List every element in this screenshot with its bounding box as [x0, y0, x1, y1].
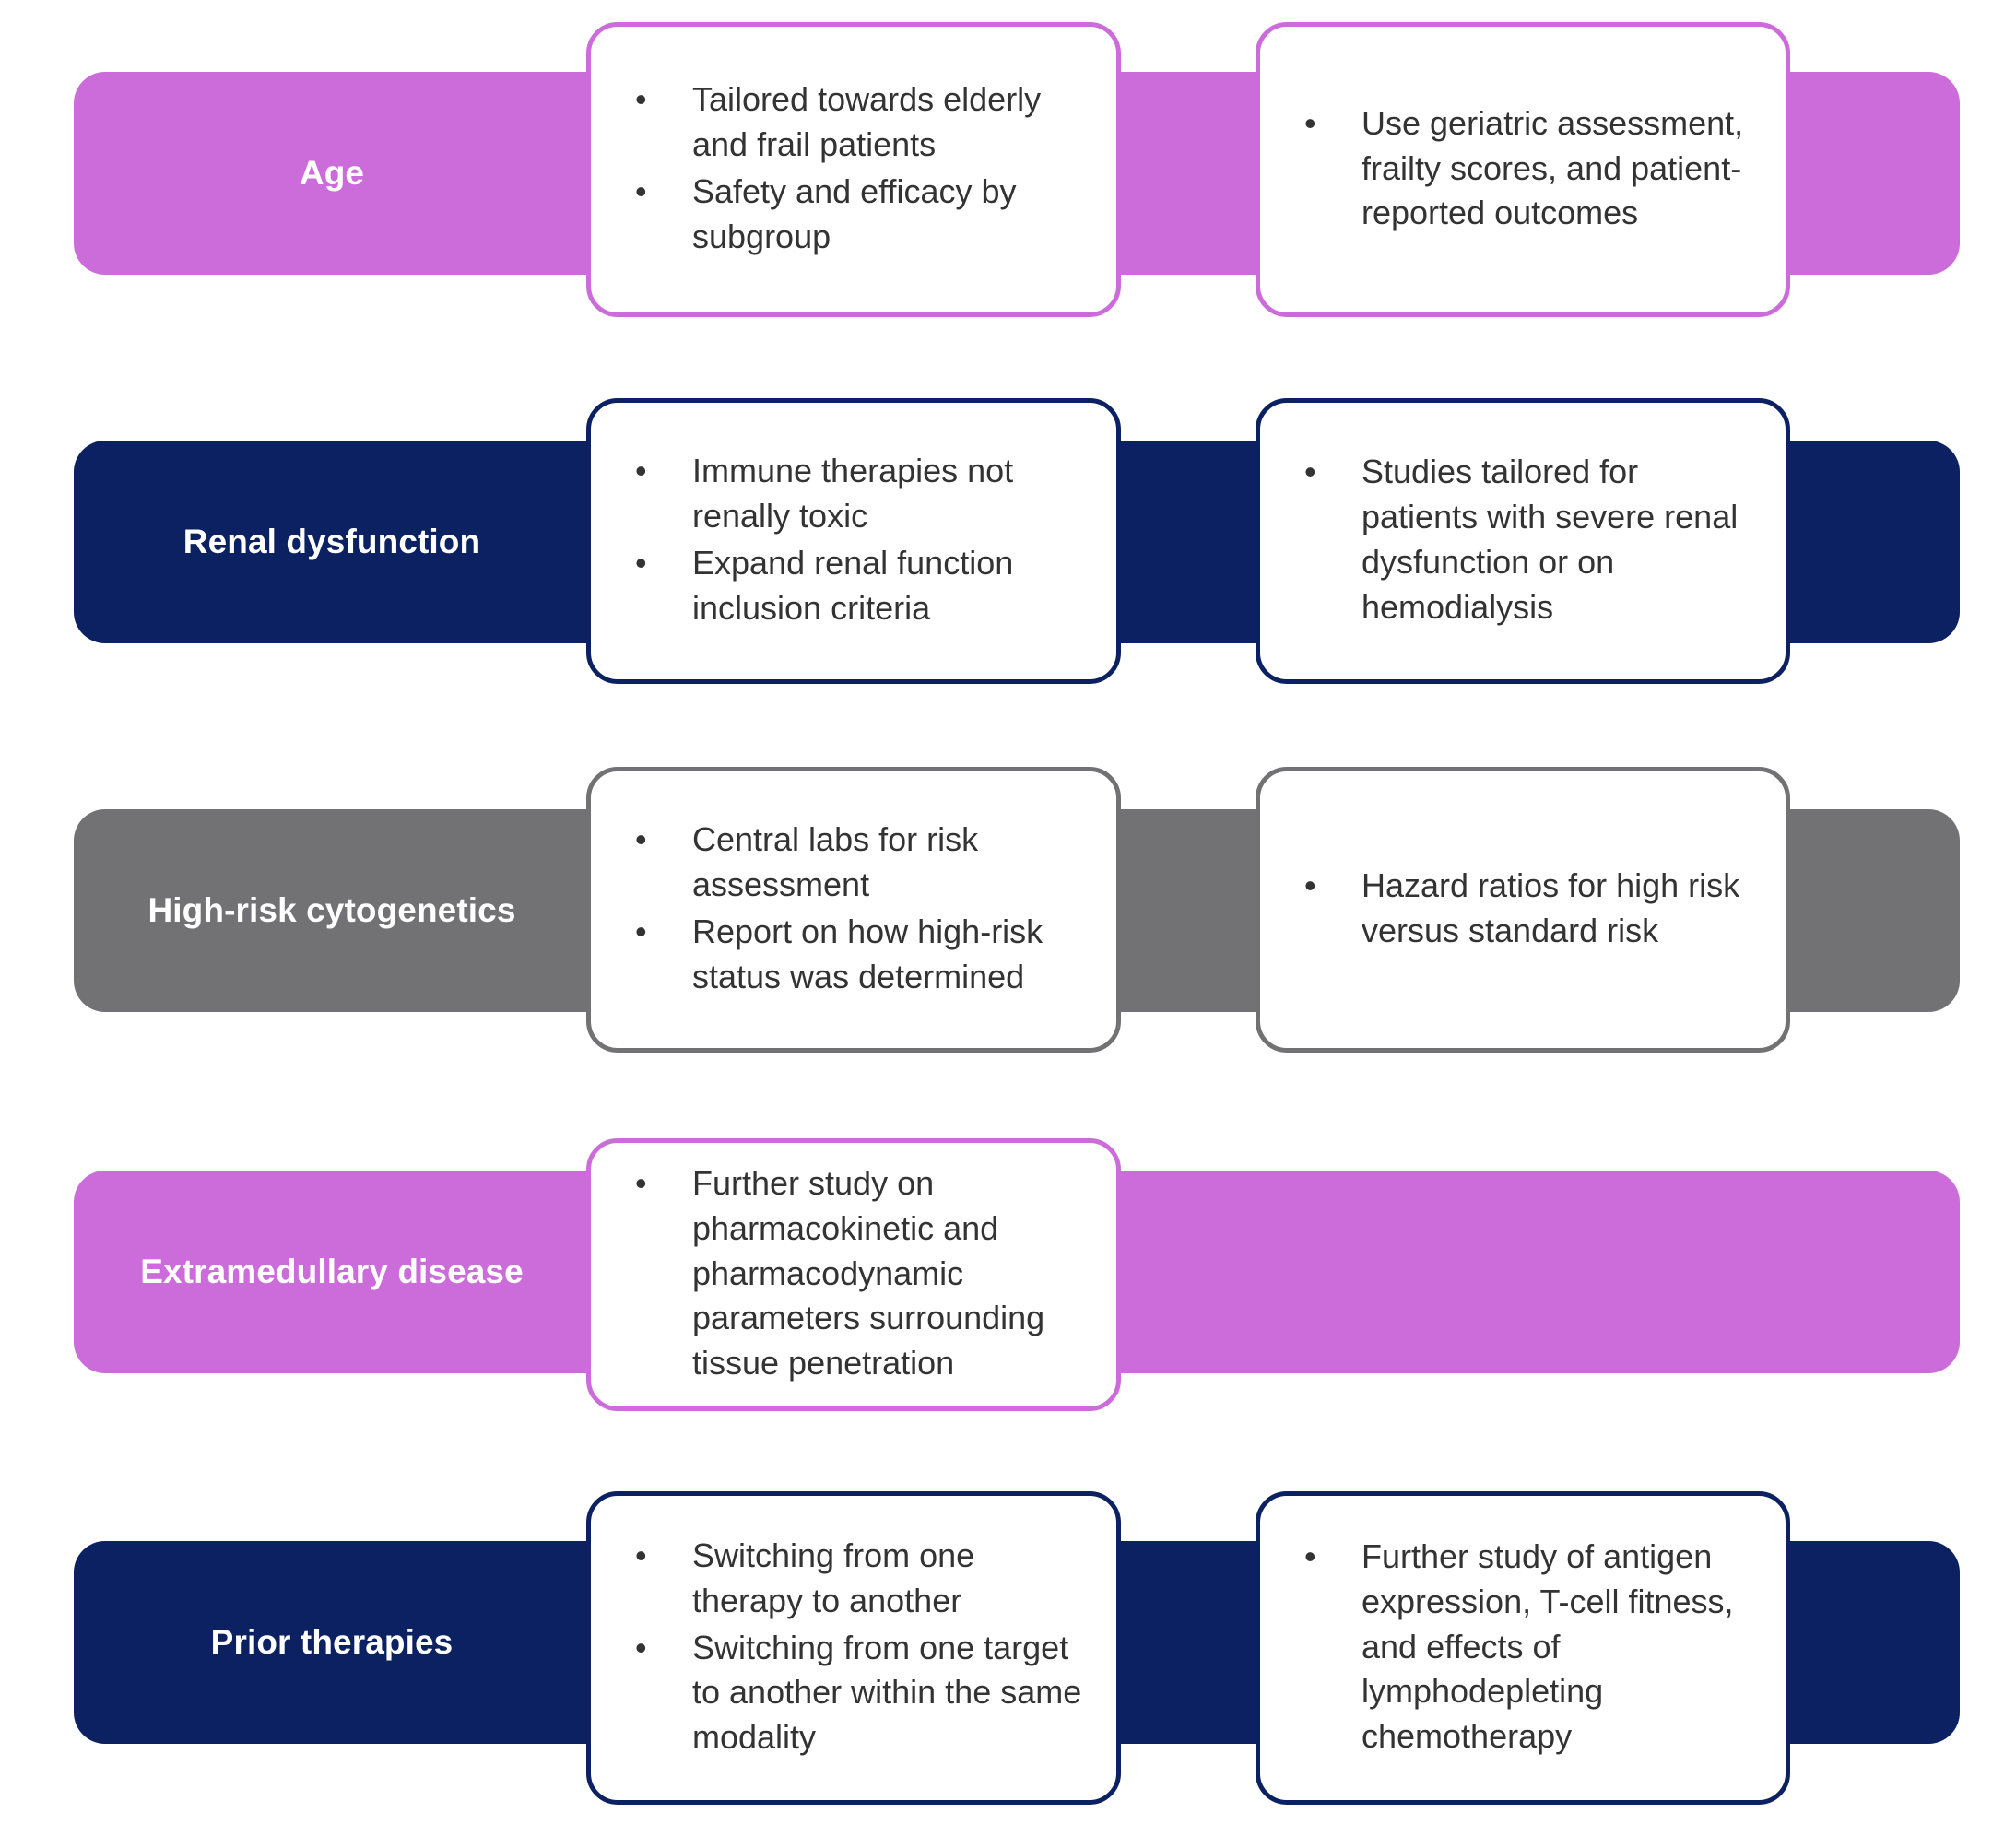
bullet-list: • Further study on pharmacokinetic and p…: [591, 1161, 1116, 1389]
bullet-list: • Immune therapies not renally toxic • E…: [591, 449, 1116, 633]
bullet-list: • Central labs for risk assessment • Rep…: [591, 818, 1116, 1002]
bullet-icon: •: [635, 912, 647, 950]
list-item: • Report on how high-risk status was det…: [622, 910, 1089, 1000]
list-item: • Expand renal function inclusion criter…: [622, 541, 1089, 631]
bullet-icon: •: [635, 820, 647, 859]
bullet-icon: •: [635, 544, 647, 582]
list-item: • Tailored towards elderly and frail pat…: [622, 77, 1089, 168]
row-label-high-risk-cytogenetics: High-risk cytogenetics: [147, 891, 516, 929]
callout-card-age-1[interactable]: • Tailored towards elderly and frail pat…: [586, 22, 1121, 317]
list-item-text: Expand renal function inclusion criteria: [692, 544, 1014, 627]
list-item: • Hazard ratios for high risk versus sta…: [1291, 864, 1758, 954]
list-item-text: Immune therapies not renally toxic: [692, 452, 1014, 536]
callout-card-cytogenetics-1[interactable]: • Central labs for risk assessment • Rep…: [586, 767, 1121, 1053]
list-item-text: Switching from one therapy to another: [692, 1536, 975, 1619]
list-item-text: Hazard ratios for high risk versus stand…: [1362, 866, 1740, 949]
list-item: • Switching from one target to another w…: [622, 1626, 1089, 1761]
list-item: • Central labs for risk assessment: [622, 818, 1089, 908]
list-item: • Studies tailored for patients with sev…: [1291, 450, 1758, 630]
callout-card-cytogenetics-2[interactable]: • Hazard ratios for high risk versus sta…: [1256, 767, 1790, 1053]
list-item: • Use geriatric assessment, frailty scor…: [1291, 101, 1758, 237]
bullet-icon: •: [1304, 103, 1316, 142]
bullet-list: • Tailored towards elderly and frail pat…: [591, 77, 1116, 262]
list-item-text: Safety and efficacy by subgroup: [692, 172, 1017, 255]
bullet-icon: •: [635, 1536, 647, 1574]
bullet-icon: •: [1304, 1536, 1316, 1575]
callout-card-prior-therapies-1[interactable]: • Switching from one therapy to another …: [586, 1491, 1121, 1805]
bullet-list: • Switching from one therapy to another …: [591, 1534, 1116, 1763]
list-item-text: Further study of antigen expression, T-c…: [1362, 1536, 1734, 1756]
list-item-text: Further study on pharmacokinetic and pha…: [692, 1163, 1045, 1383]
row-label-extramedullary-disease: Extramedullary disease: [140, 1253, 524, 1290]
bullet-icon: •: [635, 452, 647, 490]
list-item-text: Tailored towards elderly and frail patie…: [692, 80, 1042, 164]
row-label-renal-dysfunction: Renal dysfunction: [183, 523, 481, 560]
list-item: • Immune therapies not renally toxic: [622, 449, 1089, 539]
row-label-prior-therapies: Prior therapies: [210, 1623, 454, 1661]
list-item-text: Switching from one target to another wit…: [692, 1628, 1082, 1757]
list-item: • Further study on pharmacokinetic and p…: [622, 1161, 1089, 1387]
list-item: • Further study of antigen expression, T…: [1291, 1535, 1758, 1760]
bullet-list: • Hazard ratios for high risk versus sta…: [1260, 864, 1786, 956]
list-item: • Safety and efficacy by subgroup: [622, 170, 1089, 260]
bullet-list: • Use geriatric assessment, frailty scor…: [1260, 101, 1786, 239]
bullet-icon: •: [1304, 453, 1316, 491]
callout-card-prior-therapies-2[interactable]: • Further study of antigen expression, T…: [1256, 1491, 1790, 1805]
row-label-age: Age: [299, 154, 365, 192]
bullet-icon: •: [1304, 866, 1316, 905]
callout-card-age-2[interactable]: • Use geriatric assessment, frailty scor…: [1256, 22, 1790, 317]
list-item-text: Use geriatric assessment, frailty scores…: [1362, 103, 1744, 232]
callout-card-renal-1[interactable]: • Immune therapies not renally toxic • E…: [586, 398, 1121, 684]
list-item-text: Studies tailored for patients with sever…: [1362, 453, 1739, 626]
bullet-list: • Further study of antigen expression, T…: [1260, 1535, 1786, 1762]
list-item-text: Central labs for risk assessment: [692, 820, 979, 904]
list-item-text: Report on how high-risk status was deter…: [692, 912, 1043, 995]
list-item: • Switching from one therapy to another: [622, 1534, 1089, 1624]
bullet-icon: •: [635, 1163, 647, 1202]
bullet-icon: •: [635, 1628, 647, 1666]
callout-card-renal-2[interactable]: • Studies tailored for patients with sev…: [1256, 398, 1790, 684]
bullet-list: • Studies tailored for patients with sev…: [1260, 450, 1786, 632]
callout-card-extramedullary-1[interactable]: • Further study on pharmacokinetic and p…: [586, 1138, 1121, 1411]
bullet-icon: •: [635, 80, 647, 119]
bullet-icon: •: [635, 172, 647, 210]
